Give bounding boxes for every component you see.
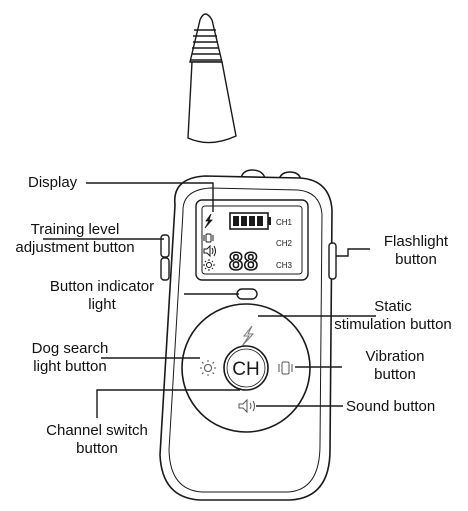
label-vibration-line1: Vibration <box>365 348 425 365</box>
lightning-icon <box>241 325 255 347</box>
speaker-icon <box>238 398 255 414</box>
center-button-inner <box>226 348 266 388</box>
label-static-line2: stimulation button <box>334 316 452 333</box>
label-flashlight-line1: Flashlight <box>383 233 449 250</box>
indicator-light <box>236 288 258 300</box>
battery-icon <box>229 212 271 230</box>
label-training-level: Training level adjustment button <box>0 221 150 257</box>
lcd-speaker-icon <box>203 244 216 258</box>
label-training-level-line2: adjustment button <box>15 239 135 256</box>
lcd-ch3: CH3 <box>276 261 293 270</box>
label-indicator: Button indicator light <box>22 278 182 314</box>
lcd-lightning-icon <box>204 213 213 229</box>
label-channel: Channel switch button <box>22 422 172 458</box>
sun-icon <box>200 360 216 376</box>
label-channel-line2: button <box>76 440 118 457</box>
lcd-vibration-icon <box>203 233 214 243</box>
lcd-screen <box>201 205 303 275</box>
lcd-sun-icon <box>203 259 215 271</box>
leader-lines <box>43 182 376 418</box>
display-leader <box>86 182 214 212</box>
lcd-ch1: CH1 <box>276 218 293 227</box>
label-indicator-line2: light <box>88 296 116 313</box>
vibration-icon <box>278 361 293 375</box>
flashlight-side-button <box>328 242 337 280</box>
label-sound: Sound button <box>346 398 436 415</box>
label-vibration: Vibration button <box>330 348 460 384</box>
label-flashlight: Flashlight button <box>364 233 468 269</box>
training-level-side-button <box>160 234 170 281</box>
center-button-label: CH <box>232 359 259 380</box>
label-static: Static stimulation button <box>318 298 468 334</box>
lcd-level-digits: 88 <box>229 248 259 276</box>
label-dog-search-line2: light button <box>33 358 107 375</box>
label-dog-search-line1: Dog search <box>31 340 109 357</box>
channel-leader <box>96 389 240 418</box>
label-training-level-line1: Training level <box>30 221 120 238</box>
label-channel-line1: Channel switch <box>46 422 148 439</box>
label-vibration-line2: button <box>374 366 416 383</box>
device-bezel <box>168 187 323 493</box>
label-static-line1: Static <box>374 298 412 315</box>
lcd-ch2: CH2 <box>276 239 293 248</box>
flashlight-leader <box>336 248 370 257</box>
label-display: Display <box>28 174 78 191</box>
label-dog-search: Dog search light button <box>8 340 132 376</box>
label-indicator-line1: Button indicator <box>49 278 155 295</box>
label-flashlight-line2: button <box>395 251 437 268</box>
antenna <box>187 13 237 144</box>
